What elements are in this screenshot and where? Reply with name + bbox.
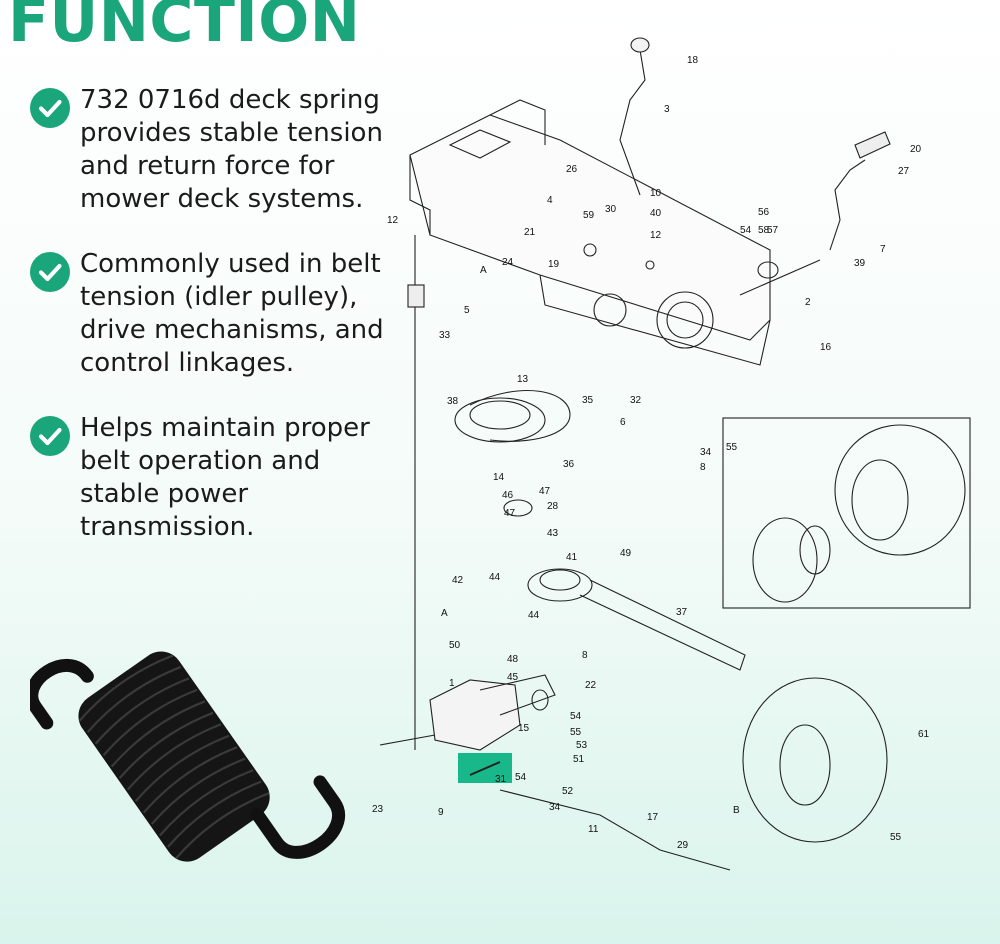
callout-label: 56 (758, 207, 770, 218)
callout-label: 17 (647, 812, 659, 823)
callout-label: 54 (515, 772, 527, 783)
callout-label: 29 (677, 840, 689, 851)
callout-label: 34 (700, 447, 712, 458)
check-circle-icon (30, 252, 70, 292)
callout-label: 58 (758, 225, 770, 236)
callout-label: 10 (650, 188, 662, 199)
callout-label: 48 (507, 654, 519, 665)
check-circle-icon (30, 88, 70, 128)
check-circle-icon (30, 416, 70, 456)
callout-label: 42 (452, 575, 464, 586)
diagram-callouts: 18 3 20 27 26 10 40 12 30 59 4 12 21 19 … (372, 55, 930, 851)
callout-label: 46 (502, 490, 514, 501)
callout-label: 15 (518, 723, 530, 734)
callout-label: 41 (566, 552, 578, 563)
callout-label: 13 (517, 374, 529, 385)
callout-label: 7 (880, 244, 886, 255)
callout-label: 32 (630, 395, 642, 406)
feature-text: Commonly used in belt tension (idler pul… (80, 249, 384, 378)
callout-label: 54 (570, 711, 582, 722)
feature-text: 732 0716d deck spring provides stable te… (80, 85, 383, 214)
callout-label: 5 (464, 305, 470, 316)
callout-label: 44 (489, 572, 501, 583)
callout-label: 30 (605, 204, 617, 215)
extension-spring-icon (30, 651, 345, 862)
callout-label: 8 (582, 650, 588, 661)
callout-label: 24 (502, 257, 514, 268)
callout-label: 33 (439, 330, 451, 341)
callout-label: 55 (890, 832, 902, 843)
callout-label: 26 (566, 164, 578, 175)
callout-label: 38 (447, 396, 459, 407)
callout-label: 44 (528, 610, 540, 621)
callout-label: 31 (495, 774, 507, 785)
feature-text: Helps maintain proper belt operation and… (80, 413, 370, 542)
callout-label: 22 (585, 680, 597, 691)
callout-label: 3 (664, 104, 670, 115)
callout-label: 45 (507, 672, 519, 683)
callout-label: 59 (583, 210, 595, 221)
callout-label: 18 (687, 55, 699, 66)
callout-label: 23 (372, 804, 384, 815)
callout-label: 52 (562, 786, 574, 797)
callout-label: 8 (700, 462, 706, 473)
feature-item: Commonly used in belt tension (idler pul… (30, 248, 400, 380)
callout-label: 4 (547, 195, 553, 206)
callout-label: 1 (449, 678, 455, 689)
callout-label: 51 (573, 754, 585, 765)
callout-label: B (733, 805, 740, 816)
callout-label: 12 (650, 230, 662, 241)
callout-label: A (480, 265, 487, 276)
callout-label: 19 (548, 259, 560, 270)
feature-list: 732 0716d deck spring provides stable te… (30, 84, 400, 576)
page-title: FUNCTION (8, 0, 361, 56)
callout-label: A (441, 608, 448, 619)
callout-label: 53 (576, 740, 588, 751)
callout-label: 21 (524, 227, 536, 238)
callout-label: 16 (820, 342, 832, 353)
callout-label: 11 (588, 824, 599, 835)
callout-label: 55 (570, 727, 582, 738)
callout-label: 14 (493, 472, 505, 483)
callout-label: 12 (387, 215, 399, 226)
parts-diagram: 18 3 20 27 26 10 40 12 30 59 4 12 21 19 … (372, 37, 971, 871)
callout-label: 50 (449, 640, 461, 651)
callout-label: 36 (563, 459, 575, 470)
callout-label: 20 (910, 144, 922, 155)
callout-label: 34 (549, 802, 561, 813)
callout-label: 2 (805, 297, 811, 308)
callout-label: 47 (504, 508, 516, 519)
callout-label: 9 (438, 807, 444, 818)
callout-label: 40 (650, 208, 662, 219)
callout-label: 54 (740, 225, 752, 236)
callout-label: 47 (539, 486, 551, 497)
callout-label: 49 (620, 548, 632, 559)
callout-label: 37 (676, 607, 688, 618)
callout-label: 39 (854, 258, 866, 269)
feature-item: Helps maintain proper belt operation and… (30, 412, 400, 544)
feature-item: 732 0716d deck spring provides stable te… (30, 84, 400, 216)
callout-label: 55 (726, 442, 738, 453)
callout-label: 61 (918, 729, 930, 740)
callout-label: 57 (767, 225, 779, 236)
callout-label: 28 (547, 501, 559, 512)
callout-label: 6 (620, 417, 626, 428)
callout-label: 27 (898, 166, 910, 177)
callout-label: 35 (582, 395, 594, 406)
callout-label: 43 (547, 528, 559, 539)
